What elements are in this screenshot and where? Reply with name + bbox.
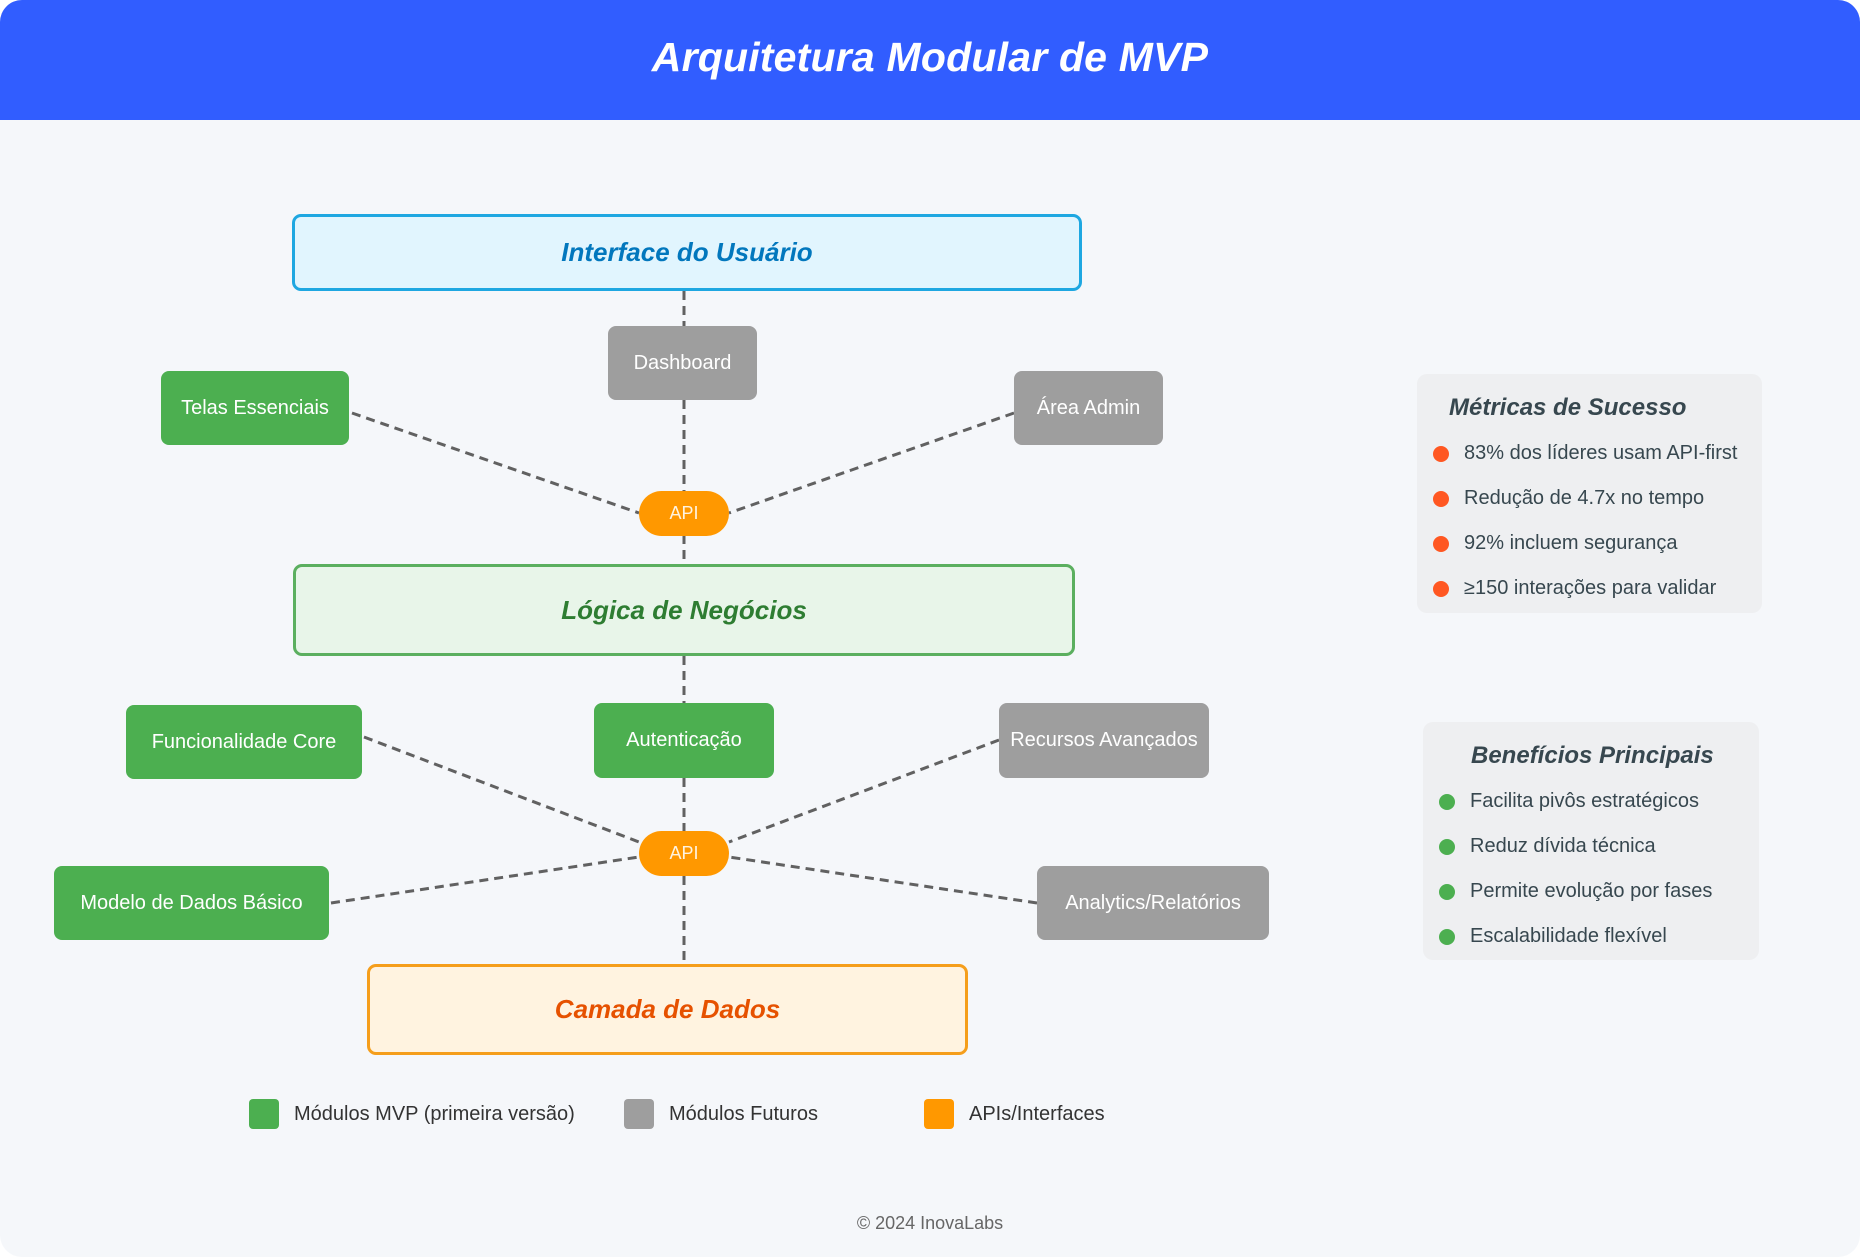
- bullet-dot-icon: [1439, 928, 1455, 945]
- bullet-dot-icon: [1439, 838, 1455, 855]
- metric-text: 92% incluem segurança: [1464, 532, 1678, 554]
- metrics-panel: Métricas de Sucesso 83% dos líderes usam…: [1417, 374, 1762, 613]
- legend-swatch-api: [924, 1099, 954, 1129]
- bullet-dot-icon: [1433, 445, 1449, 462]
- legend-label-mvp: Módulos MVP (primeira versão): [294, 1102, 575, 1125]
- metrics-title: Métricas de Sucesso: [1449, 394, 1687, 421]
- benefits-title: Benefícios Principais: [1471, 742, 1714, 769]
- benefit-item: Escalabilidade flexível: [1439, 925, 1667, 948]
- legend-item-future: Módulos Futuros: [624, 1099, 818, 1129]
- module-core-label: Funcionalidade Core: [151, 730, 337, 753]
- footer-copyright: © 2024 InovaLabs: [856, 1213, 1004, 1233]
- module-telas-label: Telas Essenciais: [181, 396, 329, 419]
- metric-text: Redução de 4.7x no tempo: [1464, 487, 1705, 509]
- metric-item: ≥150 interações para validar: [1433, 577, 1716, 600]
- metric-text: 83% dos líderes usam API-first: [1464, 442, 1738, 464]
- legend-item-mvp: Módulos MVP (primeira versão): [249, 1099, 575, 1129]
- benefits-panel: Benefícios Principais Facilita pivôs est…: [1423, 722, 1759, 960]
- benefit-text: Facilita pivôs estratégicos: [1470, 790, 1699, 812]
- api-connector-lower[interactable]: API: [639, 831, 729, 876]
- bullet-dot-icon: [1433, 490, 1449, 507]
- connector-core-to-api: [363, 735, 640, 844]
- connector-analytics-to-api: [728, 855, 1038, 905]
- module-dashboard-label: Dashboard: [633, 351, 732, 374]
- bullet-dot-icon: [1439, 793, 1455, 810]
- layer-logic-label: Lógica de Negócios: [561, 594, 807, 625]
- benefit-text: Permite evolução por fases: [1470, 880, 1713, 902]
- module-area-admin[interactable]: Área Admin: [1014, 371, 1163, 445]
- module-dashboard[interactable]: Dashboard: [608, 326, 757, 400]
- layer-data[interactable]: Camada de Dados: [367, 964, 968, 1055]
- legend-label-api: APIs/Interfaces: [969, 1102, 1105, 1125]
- module-advanced-label: Recursos Avançados: [1010, 729, 1198, 751]
- benefit-text: Reduz dívida técnica: [1470, 835, 1656, 857]
- module-funcionalidade-core[interactable]: Funcionalidade Core: [126, 705, 362, 779]
- module-datamodel-label: Modelo de Dados Básico: [80, 891, 303, 914]
- benefit-item: Facilita pivôs estratégicos: [1439, 790, 1699, 813]
- layer-data-label: Camada de Dados: [554, 994, 781, 1024]
- connector-advanced-to-api: [728, 738, 1000, 844]
- legend-item-api: APIs/Interfaces: [924, 1099, 1105, 1129]
- layer-business-logic[interactable]: Lógica de Negócios: [293, 564, 1075, 656]
- api-connector-upper[interactable]: API: [639, 491, 729, 536]
- metric-item: 83% dos líderes usam API-first: [1433, 442, 1737, 465]
- metric-item: 92% incluem segurança: [1433, 532, 1677, 555]
- module-autenticacao[interactable]: Autenticação: [594, 703, 774, 778]
- bullet-dot-icon: [1439, 883, 1455, 900]
- legend-swatch-mvp: [249, 1099, 279, 1129]
- module-analytics[interactable]: Analytics/Relatórios: [1037, 866, 1269, 940]
- bullet-dot-icon: [1433, 535, 1449, 552]
- module-telas-essenciais[interactable]: Telas Essenciais: [161, 371, 349, 445]
- layer-user-interface[interactable]: Interface do Usuário: [292, 214, 1082, 291]
- module-analytics-label: Analytics/Relatórios: [1065, 891, 1241, 914]
- api-upper-label: API: [669, 503, 699, 523]
- connector-datamodel-to-api: [330, 855, 640, 905]
- legend-swatch-future: [624, 1099, 654, 1129]
- legend-label-future: Módulos Futuros: [669, 1102, 818, 1125]
- module-auth-label: Autenticação: [626, 729, 742, 751]
- benefit-item: Reduz dívida técnica: [1439, 835, 1656, 858]
- module-recursos-avancados[interactable]: Recursos Avançados: [999, 703, 1209, 778]
- module-admin-label: Área Admin: [1036, 396, 1141, 419]
- api-lower-label: API: [669, 843, 699, 863]
- module-modelo-de-dados[interactable]: Modelo de Dados Básico: [54, 866, 329, 940]
- metric-text: ≥150 interações para validar: [1464, 577, 1717, 599]
- layer-ui-label: Interface do Usuário: [561, 237, 813, 267]
- metric-item: Redução de 4.7x no tempo: [1433, 487, 1704, 510]
- connector-telas-to-api: [351, 411, 640, 515]
- page-title: Arquitetura Modular de MVP: [651, 34, 1209, 80]
- benefit-item: Permite evolução por fases: [1439, 880, 1712, 903]
- bullet-dot-icon: [1433, 580, 1449, 597]
- connector-admin-to-api: [728, 411, 1015, 515]
- header-bar: Arquitetura Modular de MVP: [0, 0, 1860, 120]
- benefit-text: Escalabilidade flexível: [1470, 925, 1667, 947]
